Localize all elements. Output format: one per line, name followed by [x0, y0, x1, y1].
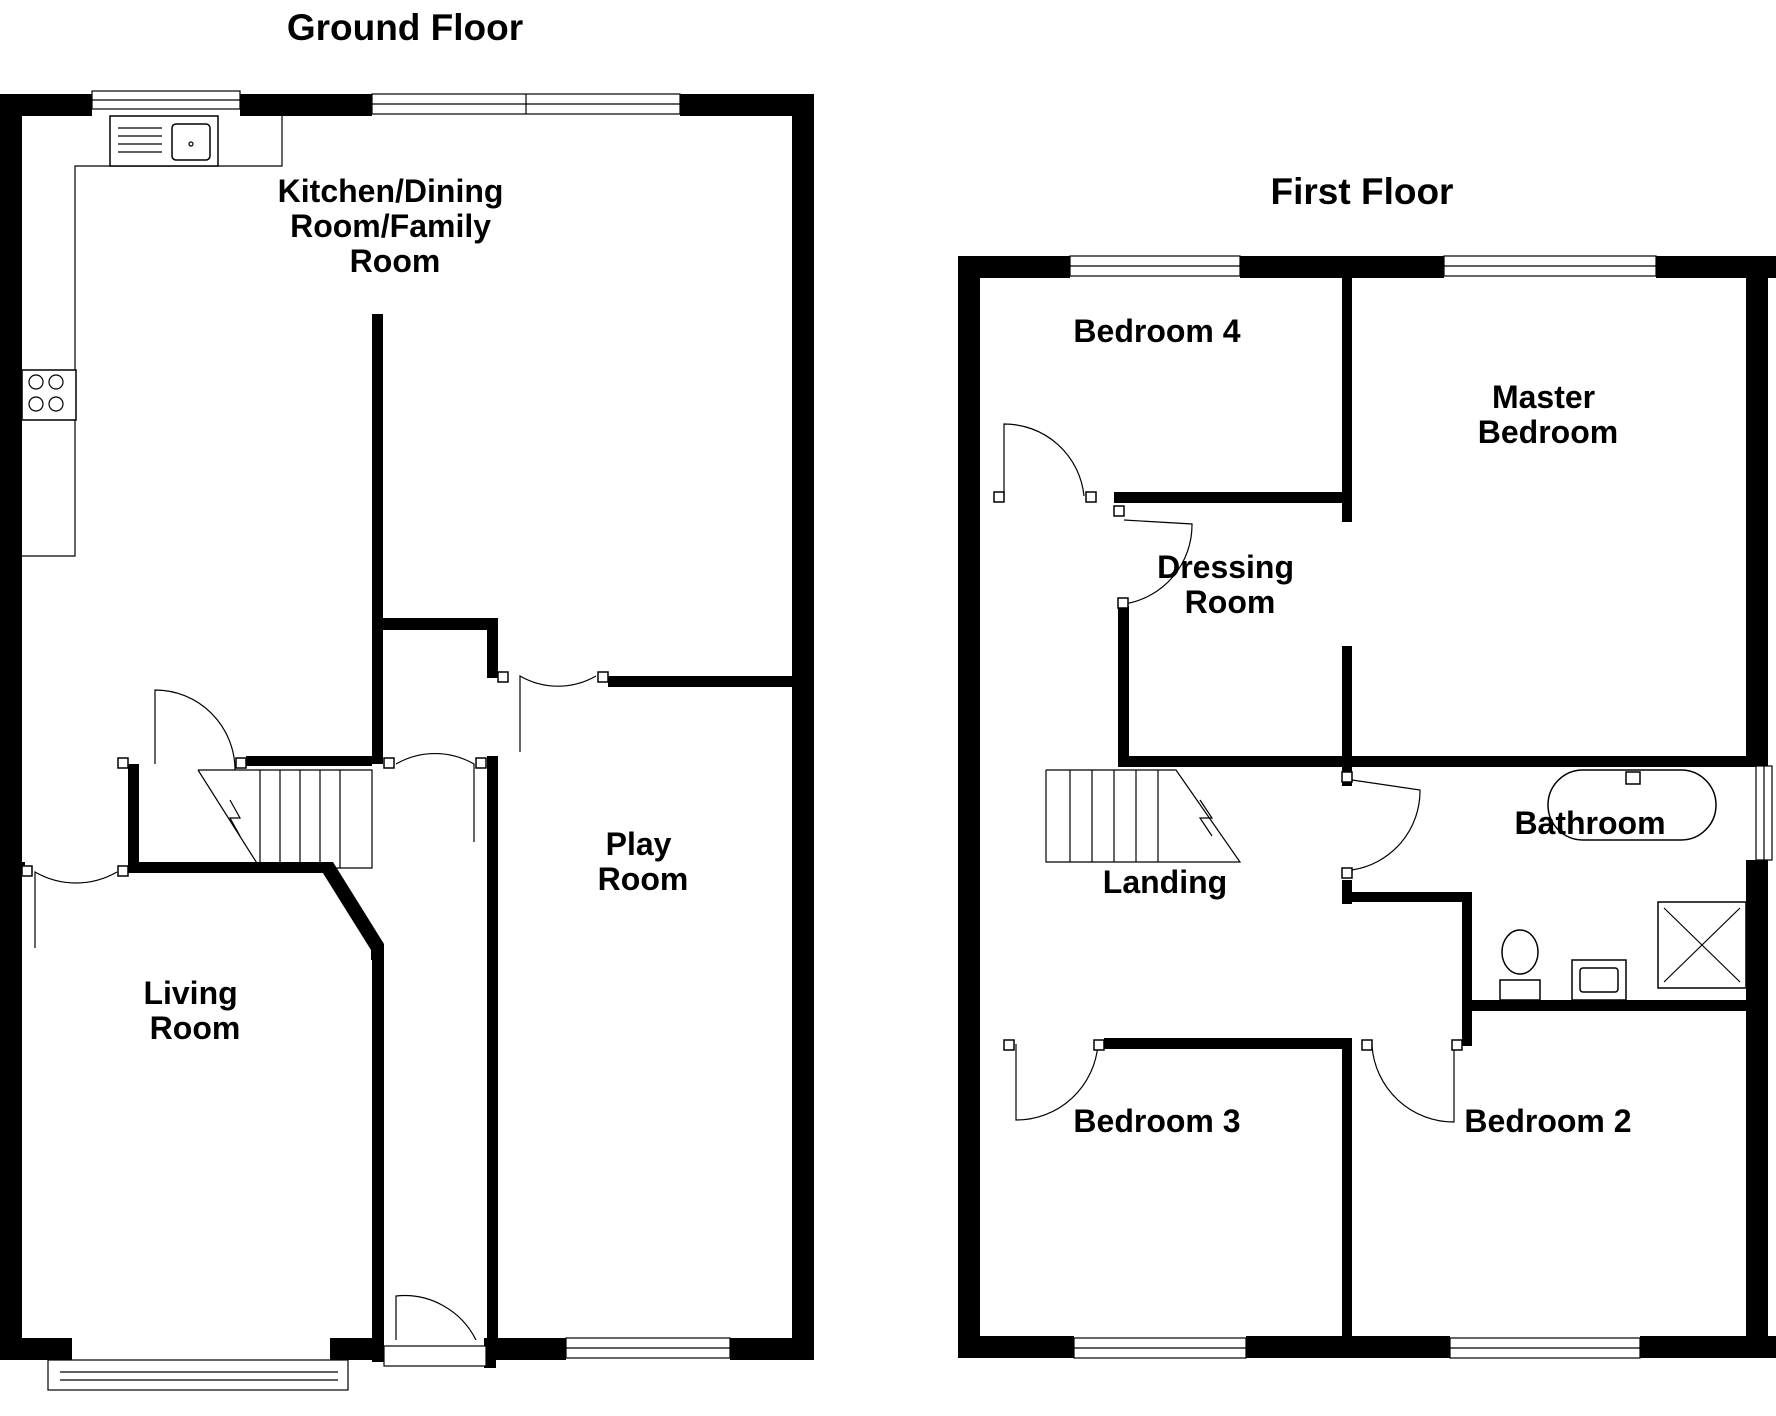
- room-label-bedroom2: Bedroom 2: [1464, 1103, 1631, 1139]
- ground-floor: Ground Floor: [0, 7, 814, 1391]
- door-bedroom4: [1003, 423, 1085, 497]
- wall-bottom-play-left: [486, 1338, 566, 1360]
- room-label-bathroom: Bathroom: [1514, 805, 1665, 841]
- wall-ff-right-upper: [1746, 256, 1768, 766]
- wall-bed4-bottom: [1114, 492, 1352, 503]
- wall-living-right: [372, 948, 384, 1348]
- kitchen-worktop: [22, 116, 283, 557]
- wall-ff-bottom-3: [1640, 1336, 1776, 1358]
- wall-master-dressing: [1342, 646, 1352, 756]
- bath-icon: [1547, 769, 1717, 841]
- door-hall-cupboard: [395, 752, 475, 842]
- wall-bottom-play-right: [730, 1338, 814, 1360]
- wall-hall-right: [487, 756, 498, 1356]
- wall-ff-bottom-2: [1246, 1336, 1450, 1358]
- first-floor-windows: [1069, 255, 1773, 1359]
- wall-top-3: [680, 94, 814, 116]
- room-label-landing: Landing: [1103, 864, 1227, 900]
- wall-top-1: [0, 94, 92, 116]
- ground-room-labels: Kitchen/Dining Room/Family Room Living R…: [143, 173, 688, 1046]
- wall-bath-right-drop: [1462, 892, 1472, 1028]
- wall-bed3-bed2: [1342, 1038, 1352, 1338]
- door-bedroom2: [1371, 1045, 1455, 1123]
- wall-living-top: [128, 862, 328, 873]
- room-label-bedroom4: Bedroom 4: [1073, 313, 1240, 349]
- door-bedroom3: [1015, 1043, 1099, 1121]
- ground-floor-windows: [47, 90, 731, 1391]
- first-stairs: [1045, 769, 1242, 863]
- room-label-living: Living Room: [143, 975, 246, 1046]
- toilet-icon: [1501, 929, 1539, 975]
- wall-dressing-bottom: [1118, 756, 1768, 767]
- wall-ff-top-1: [958, 256, 1070, 278]
- wall-stair-top: [246, 756, 372, 766]
- hob-icon: [21, 369, 77, 421]
- door-living: [34, 870, 118, 948]
- wall-ff-right-lower: [1746, 860, 1768, 1358]
- wall-bedrooms-top: [1104, 1038, 1350, 1049]
- ground-floor-title: Ground Floor: [287, 7, 523, 48]
- wall-bath-landing: [1342, 892, 1470, 902]
- wall-left: [0, 94, 22, 1360]
- first-doors: [993, 423, 1463, 1123]
- room-label-kitchen: Kitchen/Dining Room/Family Room: [278, 173, 513, 279]
- wall-top-2: [240, 94, 372, 116]
- wall-bath-bottom: [1462, 1000, 1768, 1011]
- bathroom-fittings: [1499, 769, 1747, 1001]
- wall-play-top-right: [608, 676, 804, 687]
- wall-bed2-left-top: [1462, 1000, 1472, 1046]
- wall-kitchen-divider: [372, 314, 383, 764]
- wall-living-diagonal: [316, 862, 384, 960]
- wall-ff-bottom-1: [958, 1336, 1074, 1358]
- wall-ff-top-2: [1240, 256, 1444, 278]
- first-floor: First Floor: [958, 171, 1776, 1359]
- wall-bottom-living-left: [0, 1338, 72, 1360]
- wall-hall-right-upper: [487, 618, 498, 678]
- room-label-master: Master Bedroom: [1478, 379, 1618, 450]
- door-play: [519, 674, 597, 752]
- kitchen-fittings: [21, 115, 283, 557]
- wall-master-bed4: [1342, 278, 1352, 522]
- door-dressing: [1123, 519, 1193, 605]
- window-front-door: [383, 1345, 487, 1367]
- wall-hall-top: [383, 618, 497, 630]
- first-room-labels: Bedroom 4 Master Bedroom Dressing Room B…: [1073, 313, 1665, 1139]
- ground-stairs: [197, 769, 373, 869]
- first-floor-walls: [958, 256, 1776, 1358]
- first-floor-title: First Floor: [1271, 171, 1454, 212]
- ground-floor-walls: [0, 94, 814, 1368]
- room-label-dressing: Dressing Room: [1157, 549, 1303, 620]
- room-label-bedroom3: Bedroom 3: [1073, 1103, 1240, 1139]
- door-front: [395, 1294, 477, 1341]
- wall-right: [792, 94, 814, 1360]
- wall-stair-left: [128, 764, 139, 872]
- door-bathroom: [1351, 779, 1421, 871]
- wall-dressing-left: [1118, 606, 1129, 766]
- wall-bottom-living-right: [330, 1338, 382, 1360]
- window-living-bay: [47, 1359, 349, 1391]
- room-label-play: Play Room: [598, 826, 689, 897]
- door-kitchen-to-stair: [154, 689, 236, 771]
- wall-ff-left: [958, 256, 980, 1358]
- ground-doors: [21, 671, 609, 1341]
